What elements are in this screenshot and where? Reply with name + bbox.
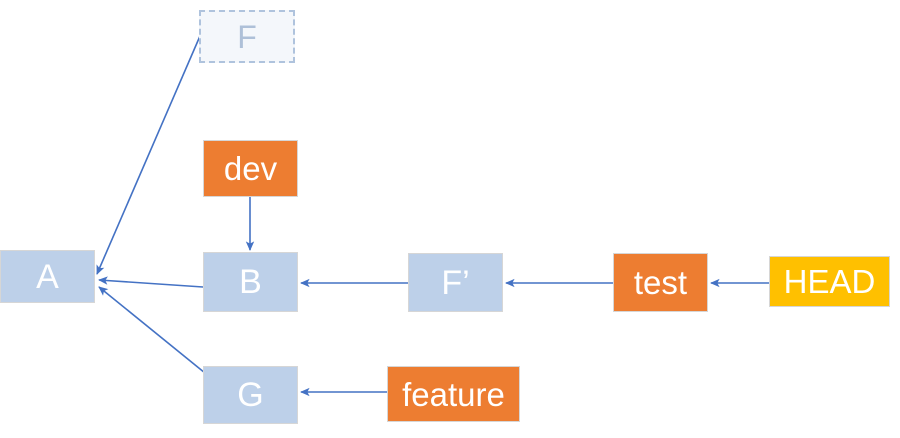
node-label: B	[239, 263, 262, 301]
node-label: test	[633, 264, 688, 301]
node-test[interactable]: test	[613, 253, 708, 312]
node-label: HEAD	[783, 263, 876, 300]
node-label: F’	[441, 263, 470, 302]
node-b[interactable]: B	[203, 252, 298, 312]
node-label: dev	[223, 150, 278, 187]
node-label: F	[237, 18, 257, 55]
node-a[interactable]: A	[0, 250, 95, 303]
node-feature[interactable]: feature	[387, 366, 520, 422]
node-fprime[interactable]: F’	[408, 253, 503, 312]
node-head[interactable]: HEAD	[769, 256, 890, 307]
node-g[interactable]: G	[203, 366, 298, 424]
node-dev[interactable]: dev	[203, 140, 298, 197]
node-f[interactable]: F	[199, 10, 295, 63]
node-label: feature	[402, 375, 505, 413]
edge-f-to-a	[96, 35, 201, 275]
edge-g-to-a	[98, 286, 206, 374]
node-label: A	[36, 257, 59, 296]
edge-b-to-a	[98, 276, 204, 288]
node-label: G	[237, 376, 264, 414]
